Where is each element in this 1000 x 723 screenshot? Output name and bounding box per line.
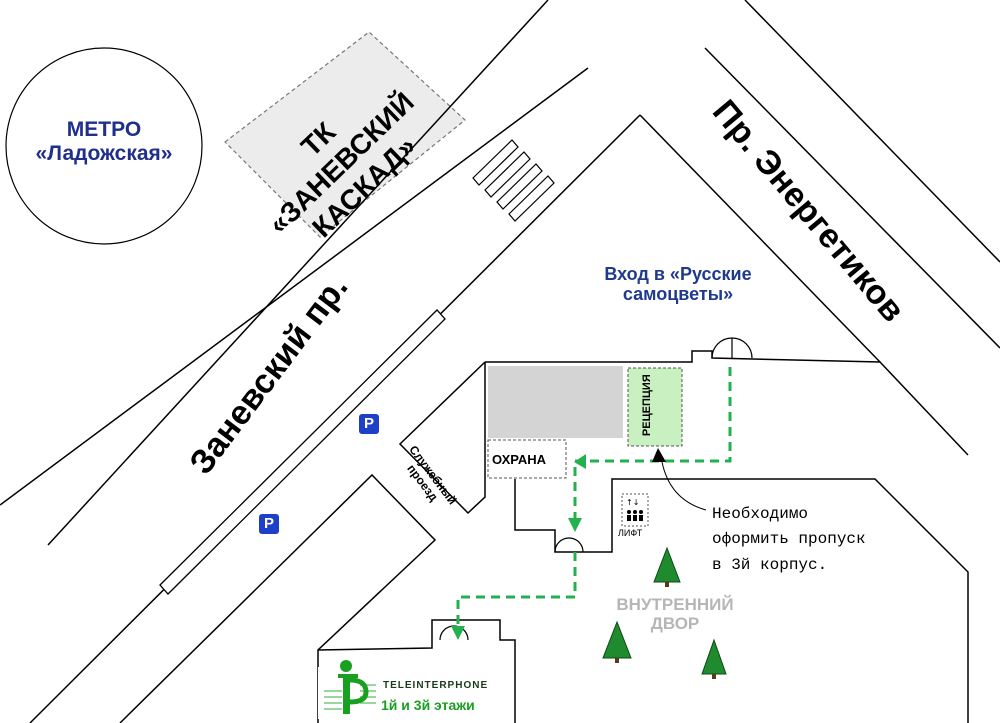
grey-block [488, 366, 623, 438]
entrance-label-line2: самоцветы» [622, 284, 734, 305]
pass-note-line3: в 3й корпус. [712, 555, 828, 574]
lift-label: ЛИФТ [618, 528, 643, 538]
building-outline-inner [514, 478, 969, 723]
entrance-label: Вход в «Русские самоцветы» [578, 264, 778, 304]
route-arrow-icon-2 [568, 518, 582, 532]
mall-building [224, 31, 466, 238]
route-path-lower [456, 552, 577, 632]
pass-note-line2: оформить пропуск [712, 530, 866, 549]
parking-icon: P [359, 414, 379, 434]
security-box [487, 439, 567, 479]
lift-people-icon [627, 510, 643, 521]
route-arrow-icon-3 [451, 626, 465, 640]
entrance-door-icon [711, 337, 753, 359]
parking-strip [159, 309, 446, 595]
parking-icon: P [259, 514, 279, 534]
zanevsky-road-edge-upper [47, 0, 549, 546]
reception-label: РЕЦЕПЦИЯ [640, 374, 653, 437]
metro-label-line1: МЕТРО [66, 118, 142, 141]
entrance-label-line1: Вход в «Русские [604, 264, 752, 284]
route-arrow-icon [574, 454, 586, 469]
note-pointer-arrow [652, 448, 666, 462]
tree-icon [701, 638, 727, 679]
tree-icon [602, 620, 632, 663]
company-logo [318, 660, 378, 719]
courtyard-label-line1: ВНУТРЕННИЙ [616, 595, 734, 614]
metro-label: МЕТРО «Ладожская» [14, 118, 194, 165]
building-outline-west [398, 361, 486, 515]
zanevsky-road-edge-top [0, 67, 589, 506]
reception-box [627, 367, 683, 447]
energetikov-road-edge-inner [639, 114, 881, 363]
energetikov-road-edge-bottom [744, 0, 1000, 263]
security-label: ОХРАНА [492, 452, 546, 467]
energetikov-road-edge-top [704, 47, 1000, 349]
inner-door-icon [554, 537, 584, 553]
metro-circle [5, 47, 203, 245]
company-name: TELEINTERPHONE [383, 680, 489, 691]
pass-note-line1: Необходимо [712, 505, 809, 523]
pass-note: Необходимо оформить пропуск в 3й корпус. [712, 502, 866, 578]
building-outline-main [485, 350, 969, 456]
tree-icon [653, 546, 681, 587]
metro-label-line2: «Ладожская» [35, 141, 173, 165]
crosswalk [472, 139, 555, 222]
courtyard-outline [317, 619, 516, 723]
note-pointer [661, 461, 707, 511]
svg-text:↑↓: ↑↓ [626, 498, 639, 507]
courtyard-label: ВНУТРЕННИЙ ДВОР [590, 595, 760, 633]
courtyard-label-line2: ДВОР [650, 614, 700, 634]
company-floors: 1й и 3й этажи [381, 697, 475, 713]
